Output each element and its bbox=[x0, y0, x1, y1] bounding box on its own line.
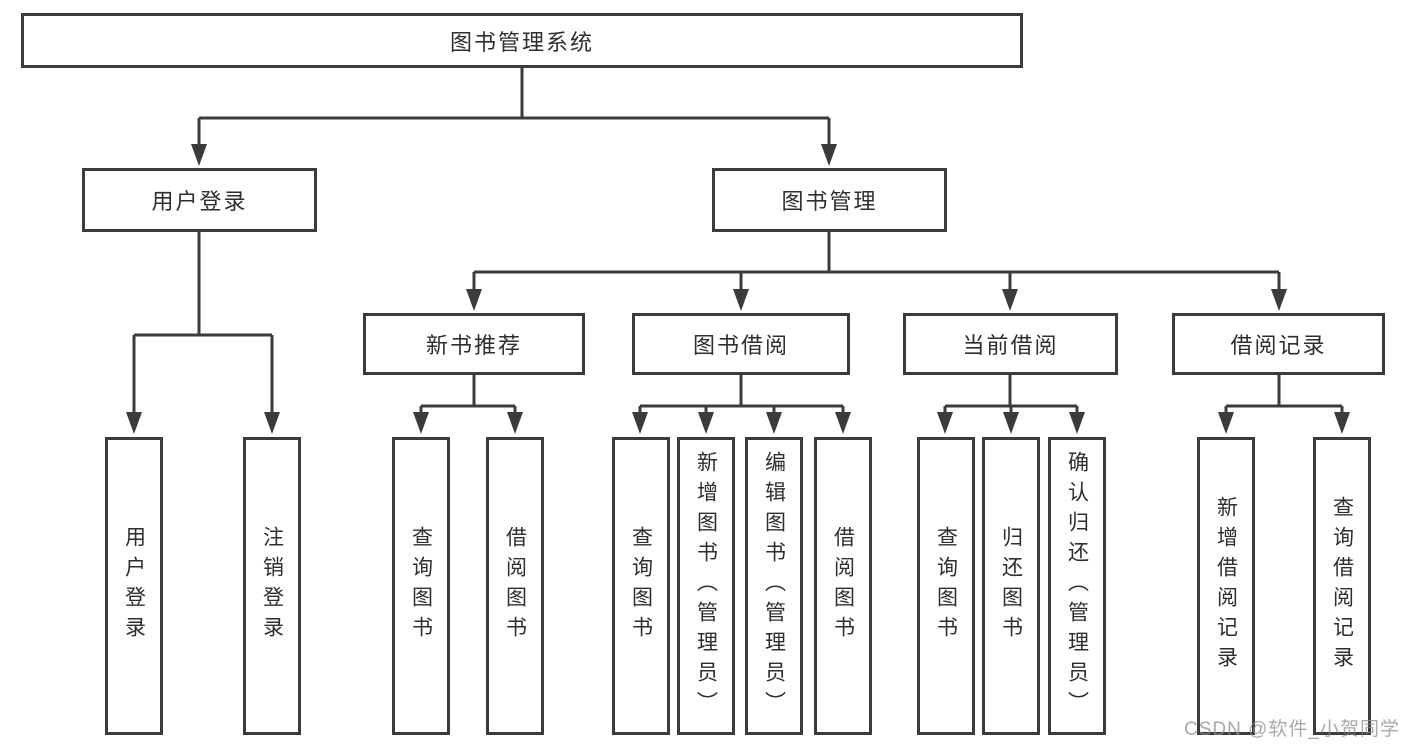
leaf-edit-book-admin: 编辑图书（管理员） bbox=[745, 437, 803, 735]
leaf-label: 归还图书 bbox=[999, 526, 1023, 646]
leaf-add-book-admin: 新增图书（管理员） bbox=[677, 437, 735, 735]
leaf-borrow-books-recommend: 借阅图书 bbox=[486, 437, 544, 735]
arrowhead-icon bbox=[1218, 412, 1234, 434]
node-current-borrowing: 当前借阅 bbox=[903, 313, 1118, 375]
leaf-logout: 注销登录 bbox=[243, 437, 301, 735]
leaf-query-books-current: 查询图书 bbox=[917, 437, 975, 735]
leaf-label: 注销登录 bbox=[260, 526, 284, 646]
arrowhead-icon bbox=[1069, 412, 1085, 434]
leaf-label: 查询借阅记录 bbox=[1330, 496, 1354, 676]
node-book-borrowing: 图书借阅 bbox=[632, 313, 850, 375]
leaf-label: 用户登录 bbox=[122, 526, 146, 646]
leaf-query-books-borrowing: 查询图书 bbox=[612, 437, 670, 735]
arrowhead-icon bbox=[1271, 289, 1287, 311]
leaf-label: 确认归还（管理员） bbox=[1065, 451, 1089, 721]
leaf-borrow-books-borrowing: 借阅图书 bbox=[814, 437, 872, 735]
watermark: CSDN @软件_小贺同学 bbox=[1184, 719, 1400, 740]
arrowhead-icon bbox=[507, 412, 523, 434]
arrowhead-icon bbox=[821, 144, 837, 166]
leaf-label: 新增借阅记录 bbox=[1214, 496, 1238, 676]
arrowhead-icon bbox=[264, 412, 280, 434]
arrowhead-icon bbox=[466, 289, 482, 311]
leaf-add-borrow-record: 新增借阅记录 bbox=[1197, 437, 1255, 735]
arrowhead-icon bbox=[937, 412, 953, 434]
leaf-confirm-return-admin: 确认归还（管理员） bbox=[1048, 437, 1106, 735]
arrowhead-icon bbox=[733, 289, 749, 311]
arrowhead-icon bbox=[1002, 289, 1018, 311]
leaf-user-login: 用户登录 bbox=[105, 437, 163, 735]
arrowhead-icon bbox=[191, 144, 207, 166]
node-root-library-system: 图书管理系统 bbox=[21, 13, 1023, 68]
node-new-book-recommendation: 新书推荐 bbox=[363, 313, 585, 375]
arrowhead-icon bbox=[413, 412, 429, 434]
arrowhead-icon bbox=[835, 412, 851, 434]
leaf-label: 借阅图书 bbox=[503, 526, 527, 646]
leaf-label: 编辑图书（管理员） bbox=[762, 451, 786, 721]
arrowhead-icon bbox=[126, 412, 142, 434]
leaf-label: 查询图书 bbox=[934, 526, 958, 646]
leaf-label: 新增图书（管理员） bbox=[694, 451, 718, 721]
arrowhead-icon bbox=[1334, 412, 1350, 434]
leaf-label: 查询图书 bbox=[409, 526, 433, 646]
leaf-query-borrow-record: 查询借阅记录 bbox=[1313, 437, 1371, 735]
node-borrow-records: 借阅记录 bbox=[1172, 313, 1385, 375]
node-book-management: 图书管理 bbox=[712, 168, 947, 232]
arrowhead-icon bbox=[1003, 412, 1019, 434]
arrowhead-icon bbox=[698, 412, 714, 434]
leaf-query-books-recommend: 查询图书 bbox=[392, 437, 450, 735]
leaf-label: 查询图书 bbox=[629, 526, 653, 646]
arrowhead-icon bbox=[766, 412, 782, 434]
node-user-login: 用户登录 bbox=[82, 168, 317, 232]
leaf-return-book: 归还图书 bbox=[982, 437, 1040, 735]
leaf-label: 借阅图书 bbox=[831, 526, 855, 646]
arrowhead-icon bbox=[632, 412, 648, 434]
